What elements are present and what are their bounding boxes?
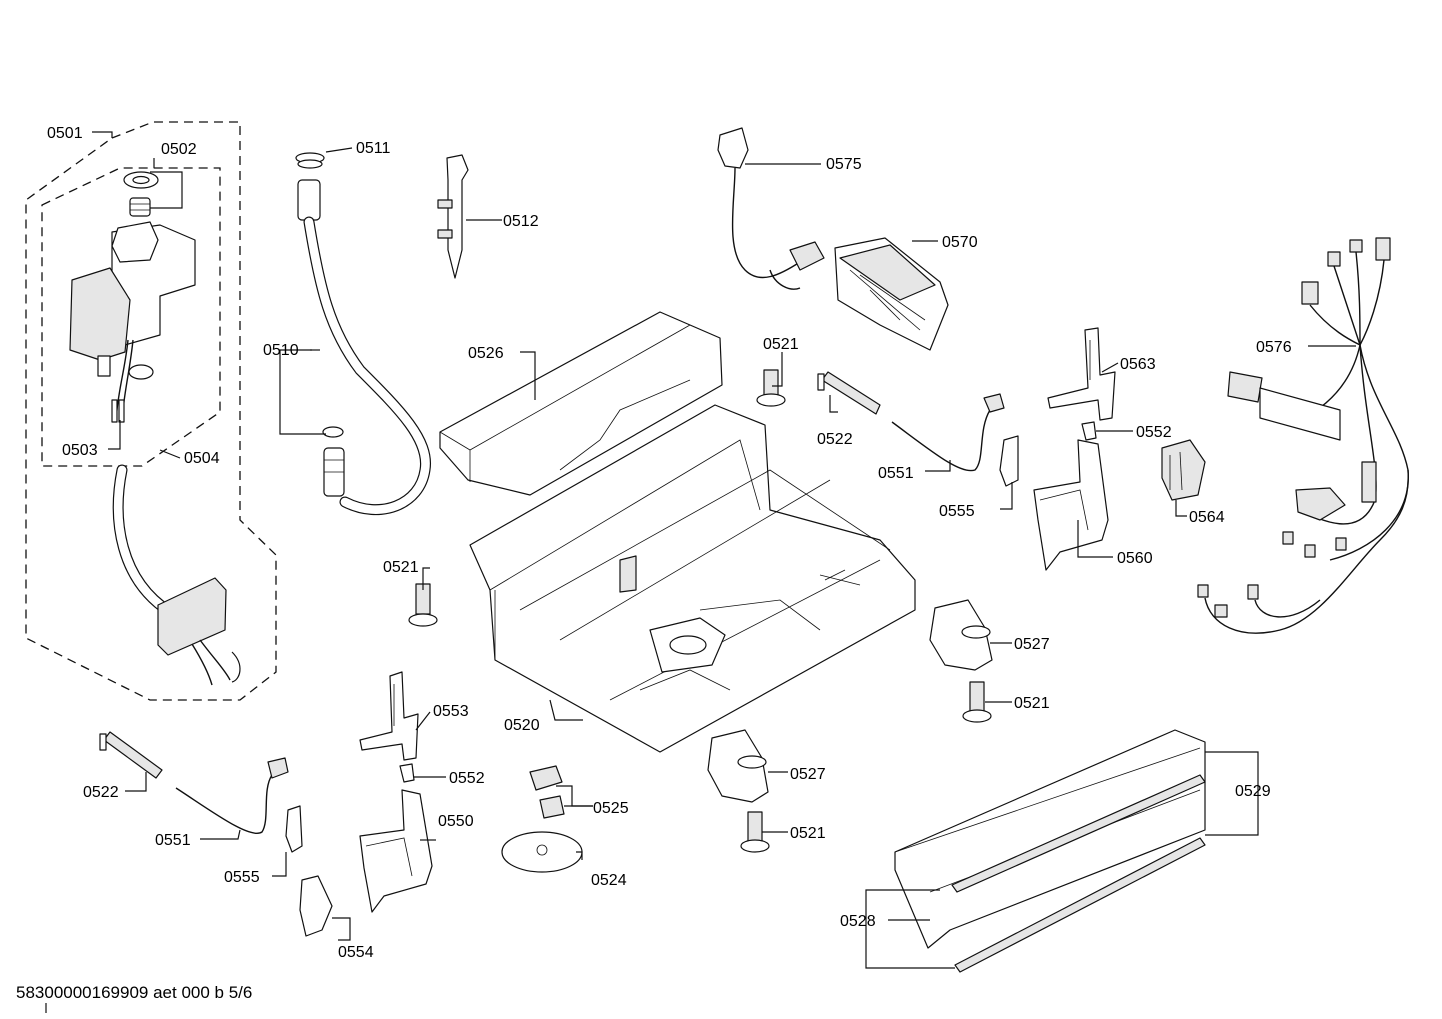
label-0504: 0504 <box>184 450 220 467</box>
label-0526: 0526 <box>468 345 504 362</box>
label-0552-a: 0552 <box>1136 424 1172 441</box>
label-0520: 0520 <box>504 717 540 734</box>
label-0512: 0512 <box>503 213 539 230</box>
label-0570: 0570 <box>942 234 978 251</box>
part-labels: 0501 0502 0503 0504 0511 0512 0510 0526 … <box>47 125 1292 961</box>
document-code: 58300000169909 aet 000 b 5/6 <box>16 983 252 1002</box>
label-0552-b: 0552 <box>449 770 485 787</box>
label-0551-b: 0551 <box>155 832 191 849</box>
label-0564: 0564 <box>1189 509 1225 526</box>
bracket-0550-part <box>359 789 433 913</box>
drain-hose-group <box>295 152 432 516</box>
label-0502: 0502 <box>161 141 197 158</box>
label-0522-b: 0522 <box>83 784 119 801</box>
label-0527-a: 0527 <box>1014 636 1050 653</box>
plinth-strip-0528-part <box>951 774 1206 973</box>
control-module-part <box>834 237 949 351</box>
clip-0552-b <box>399 763 415 783</box>
base-tub-part <box>469 404 916 753</box>
aquastop-valve-group <box>25 121 277 701</box>
label-0524: 0524 <box>591 872 627 889</box>
hinge-0553-part <box>359 671 419 761</box>
label-0525: 0525 <box>593 800 629 817</box>
label-0522-a: 0522 <box>817 431 853 448</box>
cover-plate-part <box>439 311 723 496</box>
label-0555-a: 0555 <box>939 503 975 520</box>
label-0521-d: 0521 <box>790 825 826 842</box>
cable-0551-a <box>891 393 1005 472</box>
clip-0555-a <box>999 435 1019 487</box>
label-0575: 0575 <box>826 156 862 173</box>
foot-cover-0527-b <box>707 729 769 803</box>
label-0511: 0511 <box>356 140 391 157</box>
label-0563: 0563 <box>1120 356 1156 373</box>
leader-lines <box>45 131 1356 1013</box>
cable-0551-b <box>175 757 289 834</box>
mains-cable-group <box>717 127 825 290</box>
label-0503: 0503 <box>62 442 98 459</box>
label-0553: 0553 <box>433 703 469 720</box>
label-0529: 0529 <box>1235 783 1271 800</box>
label-0521-c: 0521 <box>1014 695 1050 712</box>
label-0560: 0560 <box>1117 550 1153 567</box>
label-0528: 0528 <box>840 913 876 930</box>
label-0550: 0550 <box>438 813 474 830</box>
foot-0521-c <box>962 681 992 723</box>
label-0551-a: 0551 <box>878 465 914 482</box>
label-0521-b: 0521 <box>383 559 419 576</box>
label-0510: 0510 <box>263 342 299 359</box>
sensor-0525-part <box>529 765 565 819</box>
cable-harness-part <box>1197 237 1409 634</box>
connector-0564-part <box>1161 439 1206 501</box>
foot-0521-a <box>756 369 786 407</box>
bracket-0554-part <box>299 875 333 937</box>
label-0554: 0554 <box>338 944 374 961</box>
foot-0521-d <box>740 811 770 853</box>
clip-0552-a <box>1081 421 1097 441</box>
bracket-0560-part <box>1033 439 1109 571</box>
clip-0555-b <box>285 805 303 853</box>
label-0555-b: 0555 <box>224 869 260 886</box>
spring-0522-a <box>817 371 881 415</box>
foot-0521-b <box>408 583 438 627</box>
hose-holder-part <box>437 154 469 279</box>
label-0521-a: 0521 <box>763 336 799 353</box>
label-0501: 0501 <box>47 125 83 142</box>
foot-cover-0527-a <box>929 599 993 671</box>
disc-0524-part <box>501 831 583 873</box>
label-0576: 0576 <box>1256 339 1292 356</box>
hinge-0563-part <box>1047 327 1116 421</box>
spring-0522-b <box>99 731 163 779</box>
label-0527-b: 0527 <box>790 766 826 783</box>
